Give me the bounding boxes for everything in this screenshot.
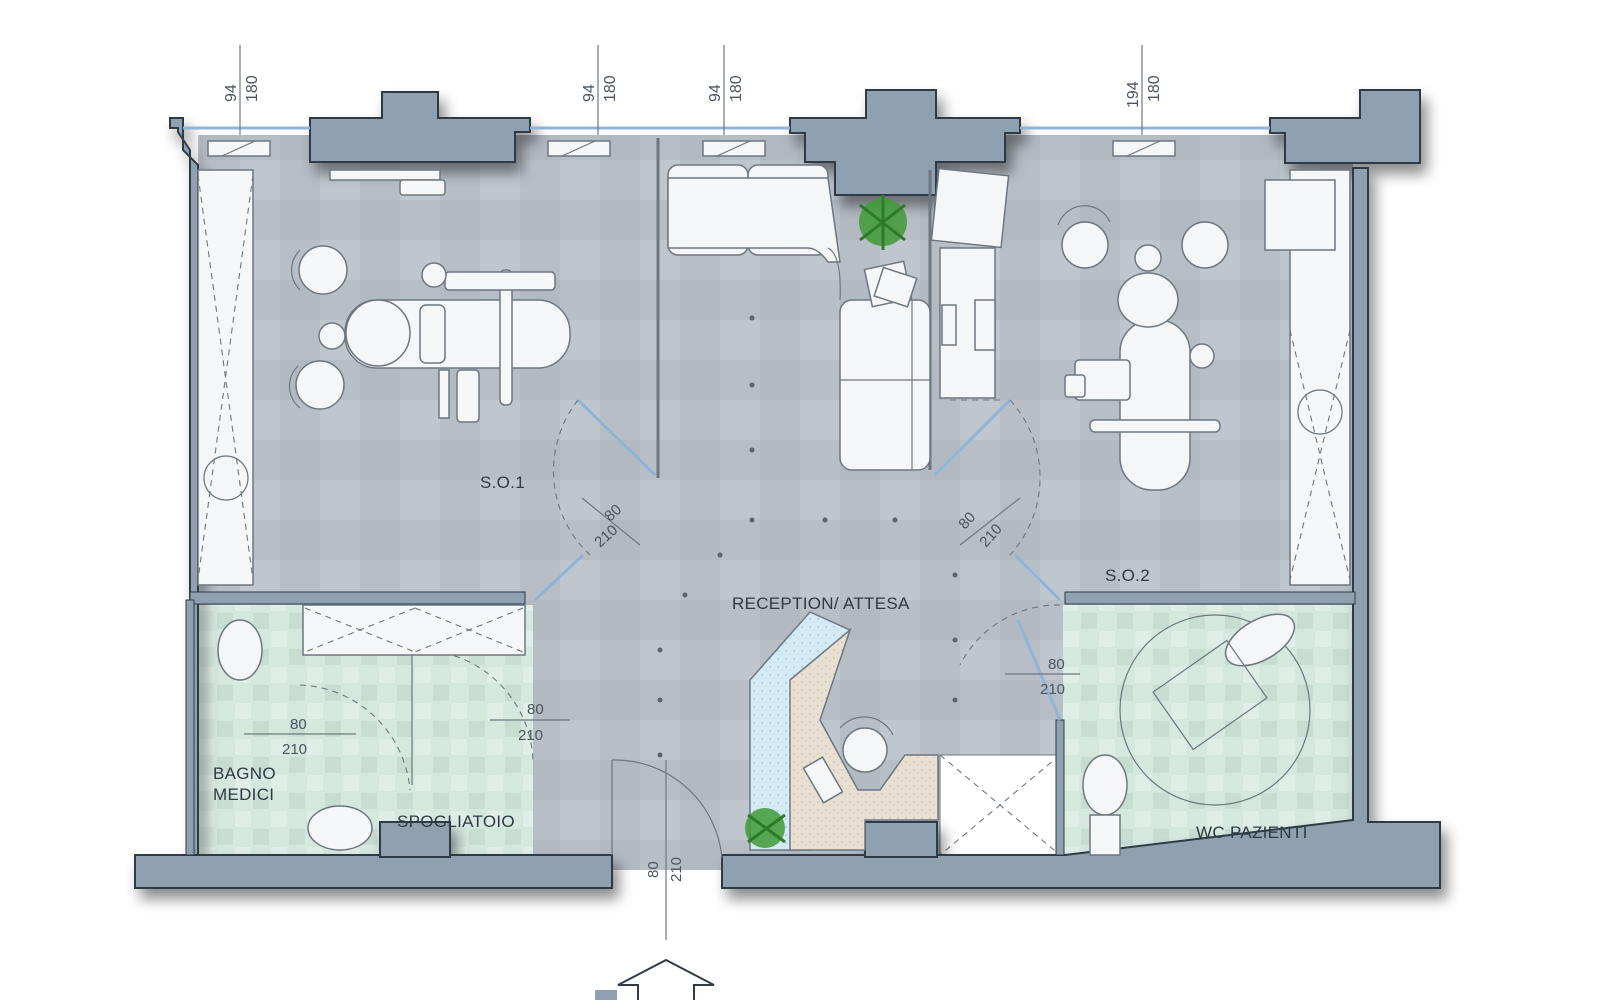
waiting-sofas <box>667 164 931 471</box>
room-label-reception: RECEPTION/ ATTESA <box>732 594 910 613</box>
room-label-so1: S.O.1 <box>480 473 525 492</box>
door-dim-wc-h: 210 <box>1040 681 1065 698</box>
door-dim-wc-w: 80 <box>1048 656 1065 673</box>
wall-pillar-right <box>1269 89 1421 164</box>
dental-chair-so2 <box>1057 205 1229 491</box>
door-dim-bagno: 80 210 <box>244 716 356 758</box>
window-dimension-lines <box>239 45 1143 135</box>
window-dim-2-h: 180 <box>602 75 619 102</box>
outer-wall-left <box>134 117 613 889</box>
door-dim-spogliatoio-w: 80 <box>527 701 544 718</box>
partition-wc-left <box>1055 719 1065 856</box>
door-dim-bagno-w: 80 <box>290 716 307 733</box>
windows <box>183 126 1270 157</box>
room-label-bagno-line1: BAGNO <box>213 764 276 783</box>
room-label-wc-pazienti: WC PAZIENTI <box>1196 823 1308 842</box>
outer-wall-bottom-right <box>721 167 1441 889</box>
door-dim-entrance-h: 210 <box>668 857 685 882</box>
window-dim-3: 94 180 <box>707 75 745 102</box>
plant-top <box>859 195 907 250</box>
window-dim-4-h: 180 <box>1146 75 1163 102</box>
door-dim-spogliatoio-h: 210 <box>518 727 543 744</box>
ceiling-lights <box>657 315 958 758</box>
bath-fixtures <box>217 604 1311 856</box>
so1-cabinet <box>197 169 254 586</box>
partition-bagno-top <box>189 591 526 605</box>
door-dim-entrance-w: 80 <box>645 861 662 878</box>
magazine-table <box>863 260 918 308</box>
door-dim-spogliatoio: 80 210 <box>490 701 570 744</box>
bottom-pillar-right <box>864 821 938 858</box>
bottom-pillar-left <box>379 821 451 858</box>
room-label-spogliatoio: SPOGLIATOIO <box>397 812 515 831</box>
plant-bottom <box>745 808 786 848</box>
window-dim-4: 194 180 <box>1125 75 1163 108</box>
window-dim-1-w: 94 <box>223 84 240 102</box>
office-desk <box>930 167 1010 401</box>
door-dim-bagno-h: 210 <box>282 741 307 758</box>
door-dim-entrance: 80 210 <box>645 760 685 940</box>
window-dim-2-w: 94 <box>581 84 598 102</box>
window-dim-1: 94 180 <box>223 75 261 102</box>
door-dim-wc: 80 210 <box>1005 656 1080 698</box>
room-label-so2: S.O.2 <box>1105 566 1150 585</box>
window-dim-2: 94 180 <box>581 75 619 102</box>
walls <box>134 89 1441 889</box>
window-dim-3-h: 180 <box>728 75 745 102</box>
partition-wc-top <box>1064 591 1356 605</box>
partition-bagno-mid <box>185 599 195 856</box>
entrance-arrow-icon <box>595 958 715 1000</box>
room-label-bagno-line2: MEDICI <box>213 785 274 804</box>
window-dim-4-w: 194 <box>1125 81 1142 108</box>
dental-chair-so1 <box>288 169 571 423</box>
reception-counter <box>749 611 939 851</box>
window-dim-3-w: 94 <box>707 84 724 102</box>
wall-pillar-left <box>309 91 531 163</box>
wall-pillar-center <box>789 89 1021 196</box>
doors <box>299 398 1062 859</box>
so2-cabinet <box>1264 169 1351 586</box>
window-dim-1-h: 180 <box>244 75 261 102</box>
